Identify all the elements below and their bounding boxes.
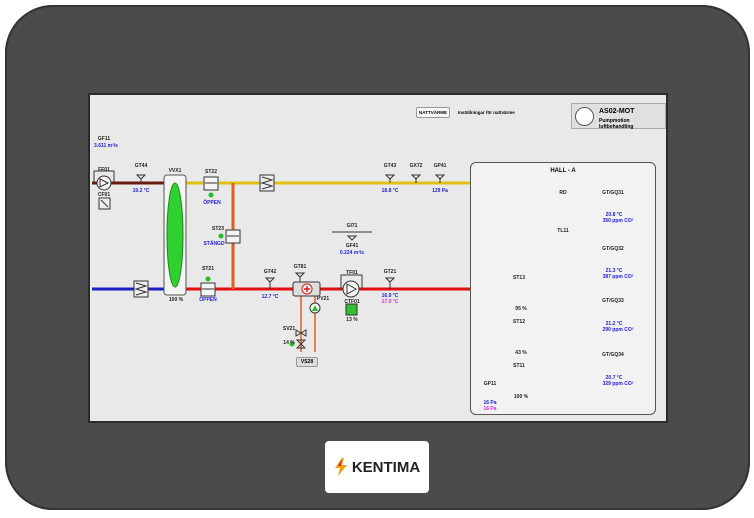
value: 290 ppm CO²: [602, 327, 634, 333]
value: 16.9 °C: [381, 293, 399, 299]
label: GP11: [483, 381, 497, 387]
label: ST13: [513, 275, 525, 281]
label: ST12: [513, 319, 525, 325]
unit-info[interactable]: AS02-MOT Pumpmotion luftbehandling: [571, 103, 666, 130]
label: ST23: [212, 226, 224, 232]
value: 19.2 °C: [132, 188, 150, 194]
valve-icon: [295, 329, 307, 337]
label: RD: [559, 190, 567, 196]
value: 16 Pa: [483, 400, 497, 406]
filter-supply-icon: [133, 280, 149, 298]
value: 18.8 °C: [381, 188, 399, 194]
value: 100 %: [168, 297, 184, 303]
setpoint: 17.0 °C: [381, 299, 399, 305]
label: ST21: [202, 266, 214, 272]
setpoint: 16 Pa: [483, 406, 497, 412]
hall-a-panel: [470, 162, 656, 415]
value: ÖPPEN: [199, 297, 217, 303]
valve-sv21-icon[interactable]: [295, 339, 307, 349]
unit-name: AS02-MOT: [599, 108, 635, 115]
value: 21.3 °C: [605, 268, 623, 274]
clock-icon: [575, 107, 594, 126]
label: GI71: [346, 223, 358, 229]
label: TL11: [557, 228, 569, 234]
value: ÖPPEN: [203, 200, 221, 206]
logo-text: KENTIMA: [351, 458, 421, 476]
label: GT/GQ32: [602, 246, 624, 252]
label: VVX1: [168, 168, 182, 174]
value: 20.8 °C: [605, 212, 623, 218]
label: ST22: [205, 169, 217, 175]
value: 329 ppm CO²: [602, 381, 634, 387]
value: 12.7 °C: [261, 294, 279, 300]
label: GP41: [433, 163, 447, 169]
label: GT43: [383, 163, 397, 169]
hall-title: HALL - A: [550, 168, 576, 174]
label: PV21: [316, 296, 330, 302]
label: GT/GQ33: [602, 298, 624, 304]
label: GT42: [263, 269, 277, 275]
value: 95 %: [515, 306, 527, 312]
value: 3.611 m³/s: [94, 143, 118, 149]
rotor-icon: [166, 182, 184, 288]
label: GT81: [293, 264, 307, 270]
value: 0.224 m³/s: [339, 250, 365, 256]
lightning-icon: [334, 458, 347, 476]
status-led: [208, 192, 214, 198]
label: ST11: [513, 363, 525, 369]
night-heating-button[interactable]: NATTVÄRME: [416, 107, 450, 118]
value: 14 %: [283, 340, 295, 346]
value: 350 ppm CO²: [602, 218, 634, 224]
label: GF41: [345, 243, 359, 249]
filter-extract-icon: [259, 174, 275, 192]
unit-description: Pumpmotion luftbehandling: [599, 118, 634, 130]
label: GF11: [97, 136, 111, 142]
value: 43 %: [515, 350, 527, 356]
label: SV21: [282, 326, 296, 332]
value: 387 ppm CO²: [602, 274, 634, 280]
value: 20.7 °C: [605, 375, 623, 381]
value: 13 %: [346, 317, 358, 323]
settings-text: Inställningar för nattvärme: [458, 110, 515, 115]
label: GT21: [383, 269, 397, 275]
value: 100 %: [513, 394, 529, 400]
vs28-button[interactable]: VS28: [296, 357, 318, 367]
label: GT/GQ31: [602, 190, 624, 196]
label: FF01: [98, 167, 110, 173]
label: GT44: [134, 163, 148, 169]
frequency-converter-ctf01-icon[interactable]: [345, 303, 358, 316]
label: TF01: [346, 270, 358, 276]
label: GX72: [409, 163, 423, 169]
value: 129 Pa: [432, 188, 448, 194]
label: GT/GQ34: [602, 352, 624, 358]
label: CF01: [97, 192, 111, 198]
kentima-logo: KENTIMA: [325, 441, 429, 493]
value: 21.2 °C: [605, 321, 623, 327]
value: STÄNGD: [203, 241, 225, 247]
label: CTF01: [344, 299, 360, 305]
